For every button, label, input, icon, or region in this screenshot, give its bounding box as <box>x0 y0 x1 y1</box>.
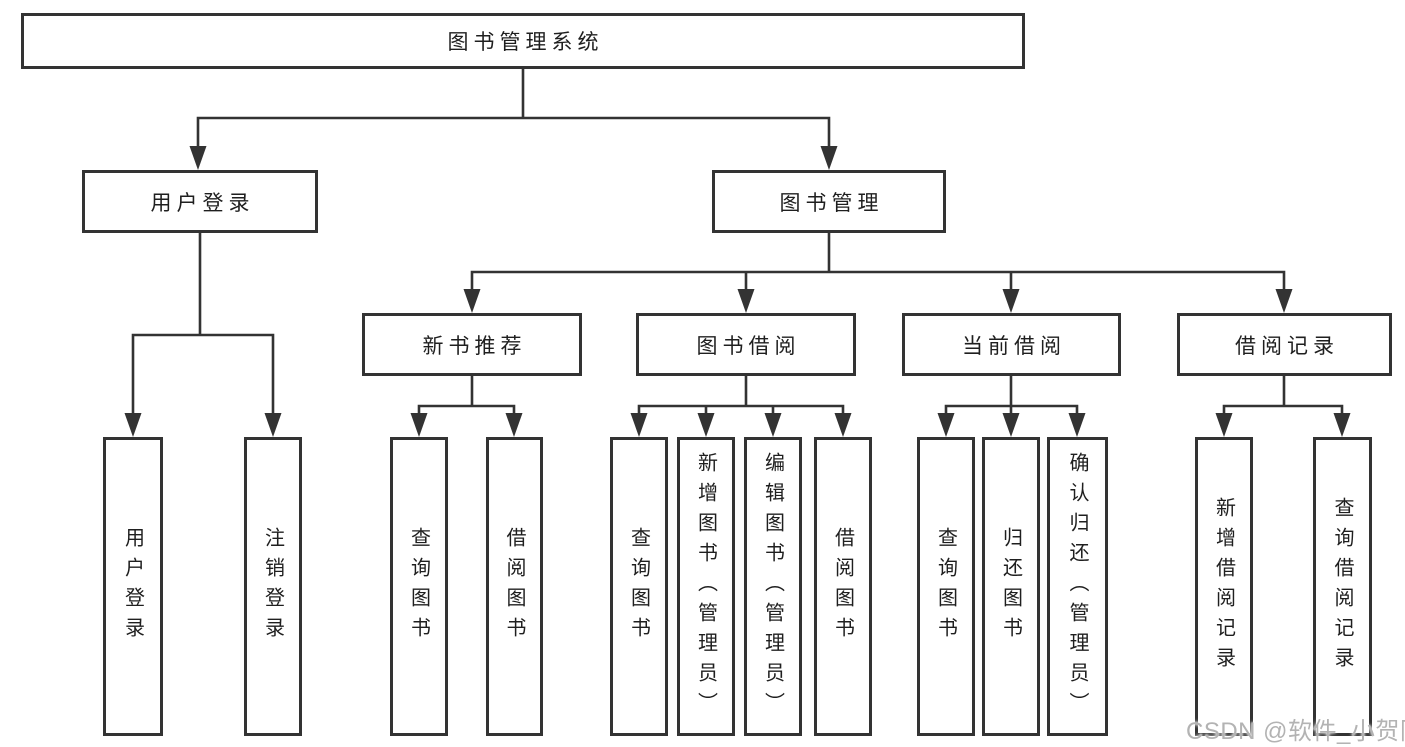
arrow-down-icon <box>189 146 207 170</box>
branch-root-connector <box>189 67 838 170</box>
arrow-down-icon <box>820 146 838 170</box>
arrow-down-icon <box>1215 413 1233 437</box>
branch-book-borrowing-connector <box>630 374 852 437</box>
leaf-return-books: 归还图书 <box>982 437 1040 736</box>
arrow-down-icon <box>937 413 955 437</box>
arrow-down-icon <box>737 289 755 313</box>
leaf-confirm-return-admin: 确认归还（管理员） <box>1047 437 1108 736</box>
leaf-user-login: 用户登录 <box>103 437 163 736</box>
connector-path <box>417 374 516 415</box>
arrow-down-icon <box>1002 289 1020 313</box>
branch-current-borrowing-connector <box>937 374 1086 437</box>
branch-user-login-connector <box>124 231 282 437</box>
connector-path <box>131 231 275 415</box>
arrow-down-icon <box>505 413 523 437</box>
connector-path <box>196 67 831 148</box>
node-borrowing-records: 借阅记录 <box>1177 313 1392 376</box>
arrow-down-icon <box>1333 413 1351 437</box>
arrow-down-icon <box>1002 413 1020 437</box>
leaf-query-books-current: 查询图书 <box>917 437 975 736</box>
connector-path <box>944 374 1079 415</box>
node-book-management-system: 图书管理系统 <box>21 13 1025 69</box>
connector-path <box>470 231 1286 291</box>
arrow-down-icon <box>1068 413 1086 437</box>
arrow-down-icon <box>124 413 142 437</box>
leaf-borrow-books: 借阅图书 <box>814 437 872 736</box>
leaf-borrow-books-recommend: 借阅图书 <box>486 437 543 736</box>
branch-borrowing-records-connector <box>1215 374 1351 437</box>
watermark: CSDN @软件_小贺同学 <box>1186 718 1405 745</box>
node-current-borrowing: 当前借阅 <box>902 313 1121 376</box>
leaf-query-borrow-record: 查询借阅记录 <box>1313 437 1372 736</box>
leaf-add-borrow-record: 新增借阅记录 <box>1195 437 1253 736</box>
branch-book-management-connector <box>463 231 1293 313</box>
node-user-login: 用户登录 <box>82 170 318 233</box>
leaf-query-books-recommend: 查询图书 <box>390 437 448 736</box>
arrow-down-icon <box>1275 289 1293 313</box>
connector-path <box>1222 374 1344 415</box>
arrow-down-icon <box>834 413 852 437</box>
leaf-edit-book-admin: 编辑图书（管理员） <box>744 437 802 736</box>
node-book-borrowing: 图书借阅 <box>636 313 856 376</box>
arrow-down-icon <box>264 413 282 437</box>
connector-path <box>637 374 845 415</box>
leaf-add-book-admin: 新增图书（管理员） <box>677 437 735 736</box>
arrow-down-icon <box>463 289 481 313</box>
node-book-management: 图书管理 <box>712 170 946 233</box>
arrow-down-icon <box>410 413 428 437</box>
leaf-query-books-borrowing: 查询图书 <box>610 437 668 736</box>
arrow-down-icon <box>697 413 715 437</box>
node-new-book-recommend: 新书推荐 <box>362 313 582 376</box>
leaf-logout: 注销登录 <box>244 437 302 736</box>
arrow-down-icon <box>764 413 782 437</box>
arrow-down-icon <box>630 413 648 437</box>
branch-new-book-connector <box>410 374 523 437</box>
